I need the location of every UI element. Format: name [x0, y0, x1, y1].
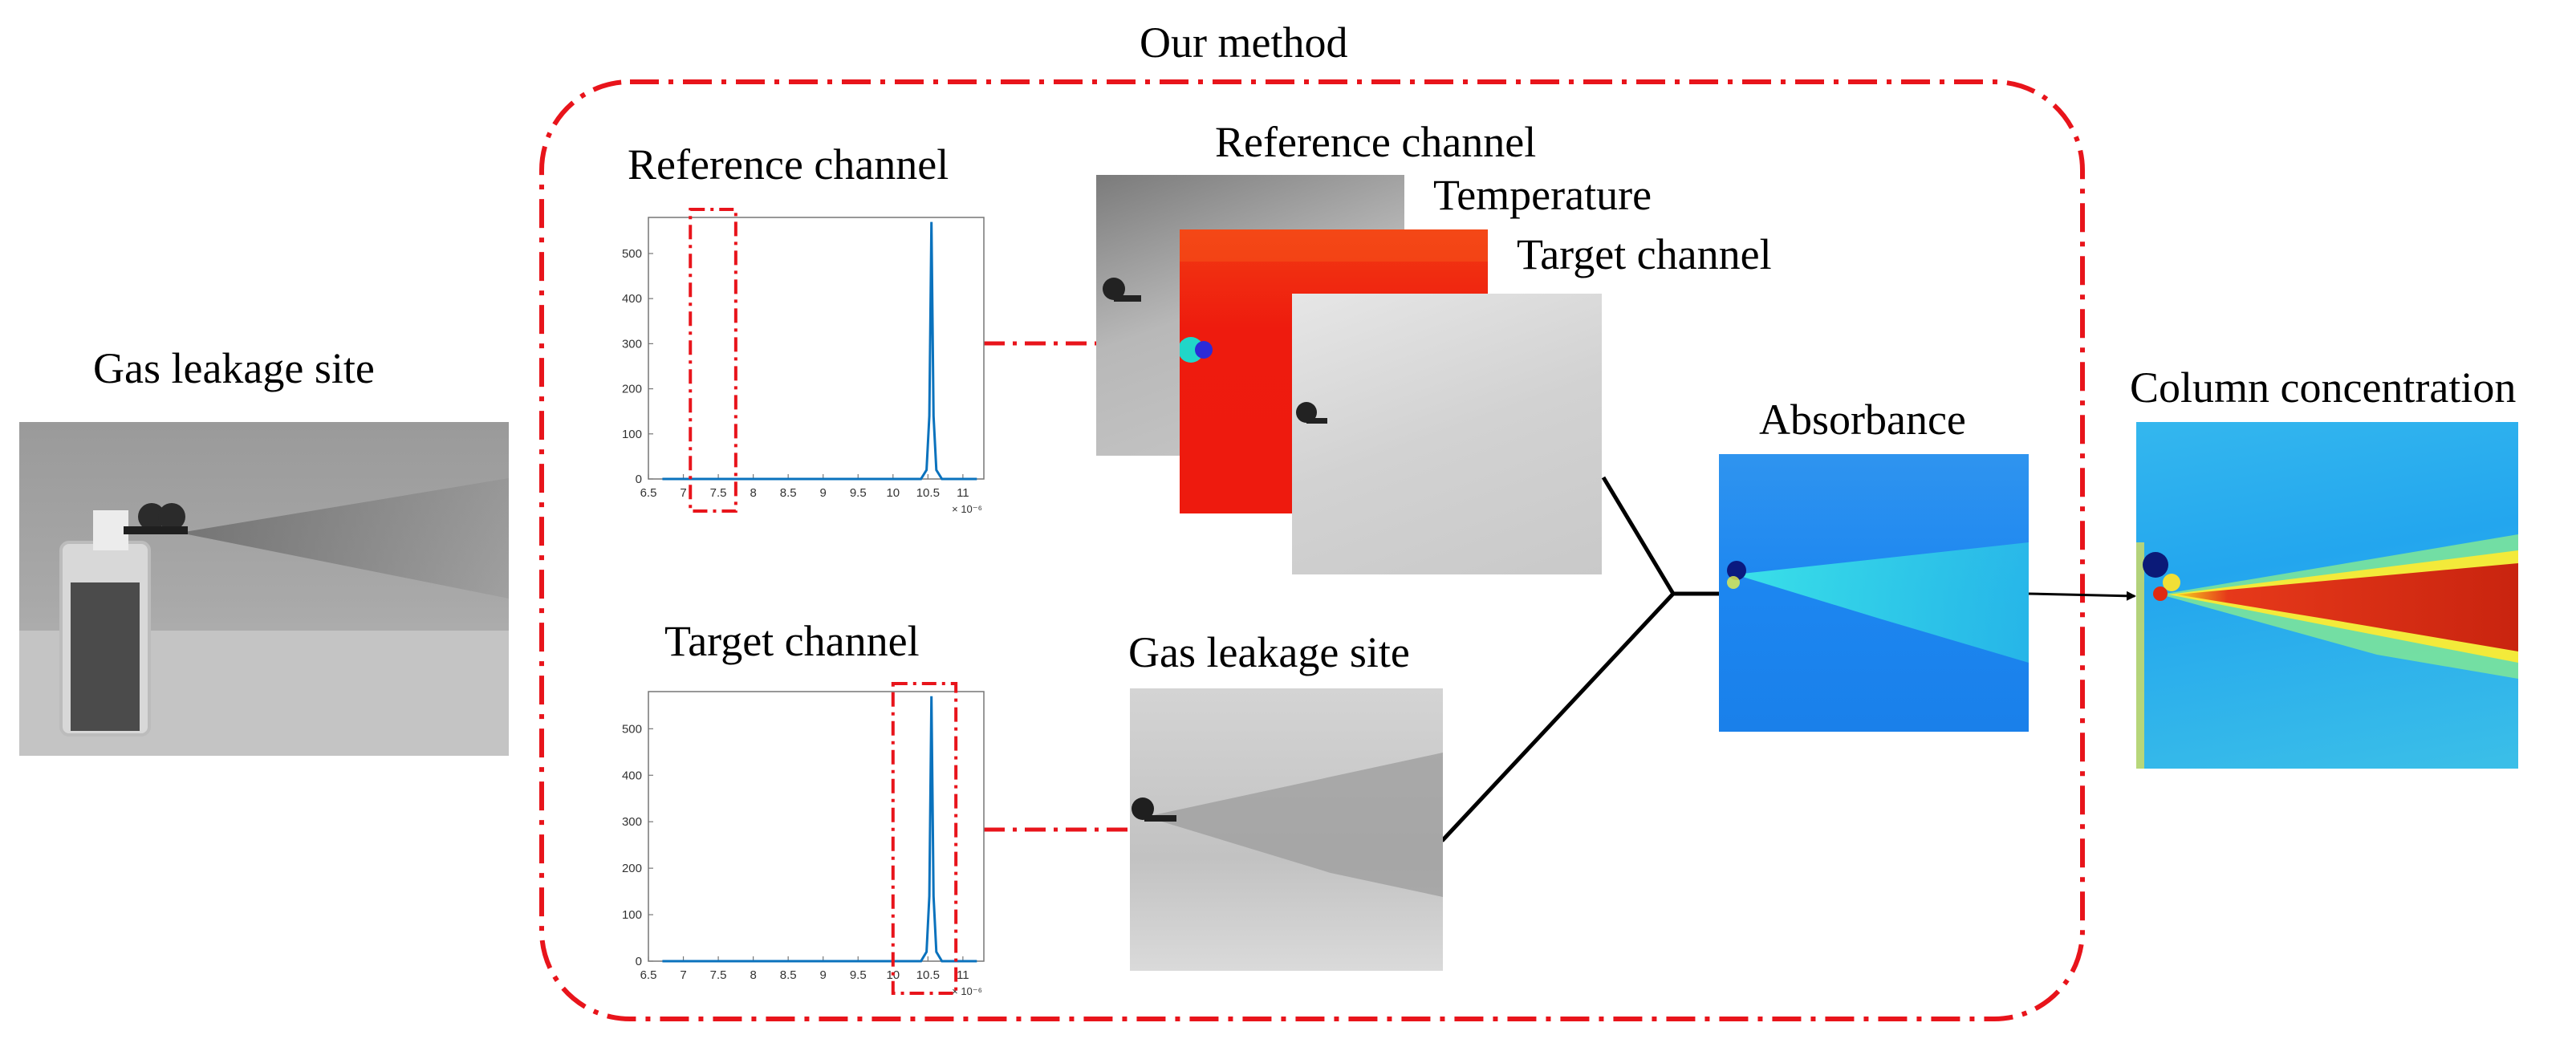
leak-image	[1130, 688, 1443, 971]
target-ytick-label: 100	[622, 908, 642, 922]
target-xtick-label: 9	[820, 968, 827, 982]
target-xtick-label: 11	[957, 968, 969, 982]
ref-xtick-label: 6.5	[640, 486, 657, 500]
source-photo	[19, 422, 509, 756]
ref-xtick-label: 10.5	[916, 486, 940, 500]
ref-ytick-label: 0	[636, 473, 642, 486]
stack-reference-label: Reference channel	[1215, 118, 1537, 166]
ref-xtick-label: 8.5	[780, 486, 797, 500]
ref-plot-title: Reference channel	[628, 140, 949, 189]
target-ytick-label: 200	[622, 862, 642, 875]
absorbance-label: Absorbance	[1759, 396, 1966, 444]
absorbance-image	[1719, 454, 2029, 732]
leak-image-label: Gas leakage site	[1128, 628, 1410, 676]
ref-xtick-label: 11	[957, 486, 969, 500]
ref-spectrum-plot: 500 400 300 200 100 06.5 7 7.5 8 8.5 9 9.5 10 10.5 11 ×…	[622, 208, 985, 515]
output-label: Column concentration	[2130, 363, 2517, 412]
method-title: Our method	[1140, 18, 1348, 67]
ref-ytick-label: 300	[622, 337, 642, 351]
ref-ytick-label: 400	[622, 292, 642, 306]
target-xtick-label: 8	[750, 968, 756, 982]
target-xtick-label: 8.5	[780, 968, 797, 982]
target-xtick-label: 7	[680, 968, 686, 982]
target-channel-image	[1292, 294, 1602, 574]
target-ytick-label: 400	[622, 769, 642, 782]
ref-x-exponent: × 10⁻⁶	[952, 503, 982, 515]
ref-xtick-label: 9.5	[850, 486, 867, 500]
ref-ytick-label: 100	[622, 428, 642, 441]
ref-xtick-label: 7.5	[710, 486, 727, 500]
target-plot-title: Target channel	[664, 617, 920, 665]
target-x-exponent: × 10⁻⁶	[952, 985, 982, 997]
gas-plume	[180, 478, 509, 599]
target-xtick-label: 9.5	[850, 968, 867, 982]
target-xtick-label: 10.5	[916, 968, 940, 982]
ref-ytick-label: 500	[622, 247, 642, 261]
target-ytick-label: 300	[622, 815, 642, 829]
ref-ytick-label: 200	[622, 383, 642, 396]
absorbance-to-concentration-arrow	[2028, 590, 2136, 601]
source-label: Gas leakage site	[93, 344, 375, 392]
target-spectrum-line	[662, 696, 977, 963]
ref-xtick-label: 10	[886, 486, 900, 500]
target-ytick-label: 0	[636, 955, 642, 968]
ref-spectrum-line	[662, 221, 977, 481]
ref-xtick-label: 9	[820, 486, 827, 500]
target-highlight-window	[891, 682, 958, 995]
target-ytick-label: 500	[622, 722, 642, 736]
target-xtick-label: 6.5	[640, 968, 657, 982]
method-frame	[539, 79, 2085, 1021]
ref-xtick-label: 7	[680, 486, 686, 500]
stack-target-label: Target channel	[1517, 230, 1772, 278]
ref-highlight-window	[689, 208, 737, 513]
stack-temperature-label: Temperature	[1433, 171, 1652, 219]
ref-xtick-label: 8	[750, 486, 756, 500]
target-xtick-label: 7.5	[710, 968, 727, 982]
concentration-image	[2136, 422, 2518, 769]
